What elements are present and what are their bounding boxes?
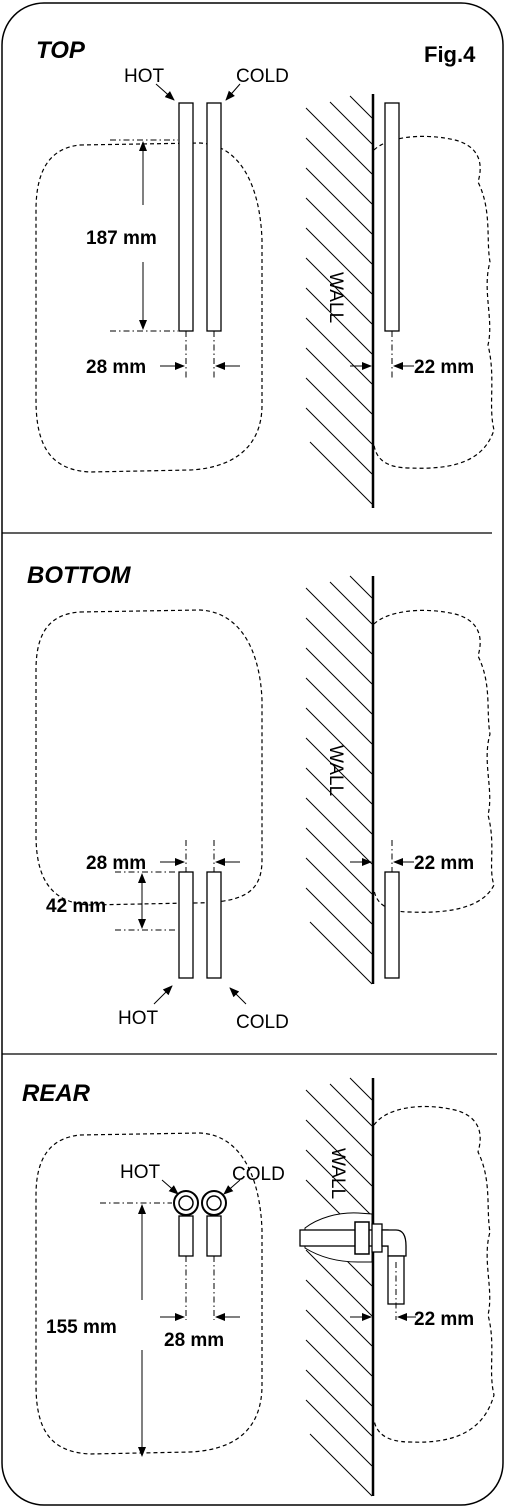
appliance-outline-side-top: [373, 135, 495, 469]
cold-pointer-arrow-rear: [223, 1179, 241, 1195]
hot-label-bottom: HOT: [118, 1008, 159, 1029]
hot-pointer-arrow-rear: [161, 1179, 179, 1195]
section-top: TOP HOT COLD 187 mm 28 mm: [35, 37, 495, 508]
cold-label-top: COLD: [236, 66, 289, 87]
section-title-bottom: BOTTOM: [27, 562, 132, 589]
pipe-side-bottom: [384, 871, 400, 979]
section-title-top: TOP: [36, 37, 86, 64]
hot-pipe-rear: [178, 1215, 194, 1257]
fitting-rear: [354, 1221, 370, 1255]
appliance-outline-front-top: [35, 142, 263, 473]
appliance-outline-front-bottom: [35, 609, 263, 906]
pipe-side-top: [384, 102, 400, 332]
cold-label-rear: COLD: [232, 1164, 285, 1185]
cold-pipe-top: [206, 102, 222, 332]
elbow-side-rear: [381, 1229, 407, 1257]
wall-offset-dim-bottom: 22 mm: [414, 853, 474, 874]
cold-label-bottom: COLD: [236, 1012, 289, 1033]
height-dim-rear: 155 mm: [46, 1317, 117, 1338]
hot-pipe-bottom: [178, 871, 194, 979]
figure-label: Fig.4: [424, 42, 476, 67]
spacing-dim-bottom: 28 mm: [86, 853, 146, 874]
wall-offset-dim-top: 22 mm: [414, 357, 474, 378]
spacing-dim-top: 28 mm: [86, 357, 146, 378]
hot-label-rear: HOT: [120, 1162, 161, 1183]
spacing-dim-rear: 28 mm: [164, 1330, 224, 1351]
wall-hatching-bottom: [305, 575, 373, 985]
hot-pointer-arrow-top: [155, 83, 175, 101]
height-dim-bottom: 42 mm: [46, 896, 106, 917]
wall-hatching-top: [305, 95, 373, 505]
section-rear: REAR HOT COLD 155 mm 28 mm: [22, 1077, 495, 1497]
hot-pipe-top: [178, 102, 194, 332]
wall-hatching-rear: [305, 1077, 373, 1497]
section-title-rear: REAR: [22, 1080, 91, 1107]
hot-label-top: HOT: [124, 66, 165, 87]
wall-label-rear: WALL: [327, 1148, 348, 1199]
wall-label-top: WALL: [325, 272, 346, 323]
appliance-outline-side-bottom: [373, 609, 495, 913]
cold-pointer-arrow-top: [225, 83, 241, 101]
wall-label-bottom: WALL: [325, 745, 346, 796]
height-dim-top: 187 mm: [86, 228, 157, 249]
section-bottom: BOTTOM HOT COLD 28 mm 42 mm: [27, 562, 495, 1033]
cold-pipe-bottom: [206, 871, 222, 979]
cold-pipe-rear: [206, 1215, 222, 1257]
appliance-outline-side-rear: [373, 1105, 495, 1443]
hot-pointer-arrow-bottom: [153, 985, 173, 1005]
cold-pointer-arrow-bottom: [229, 987, 247, 1005]
appliance-outline-front-rear: [35, 1132, 263, 1455]
wall-offset-dim-rear: 22 mm: [414, 1309, 474, 1330]
